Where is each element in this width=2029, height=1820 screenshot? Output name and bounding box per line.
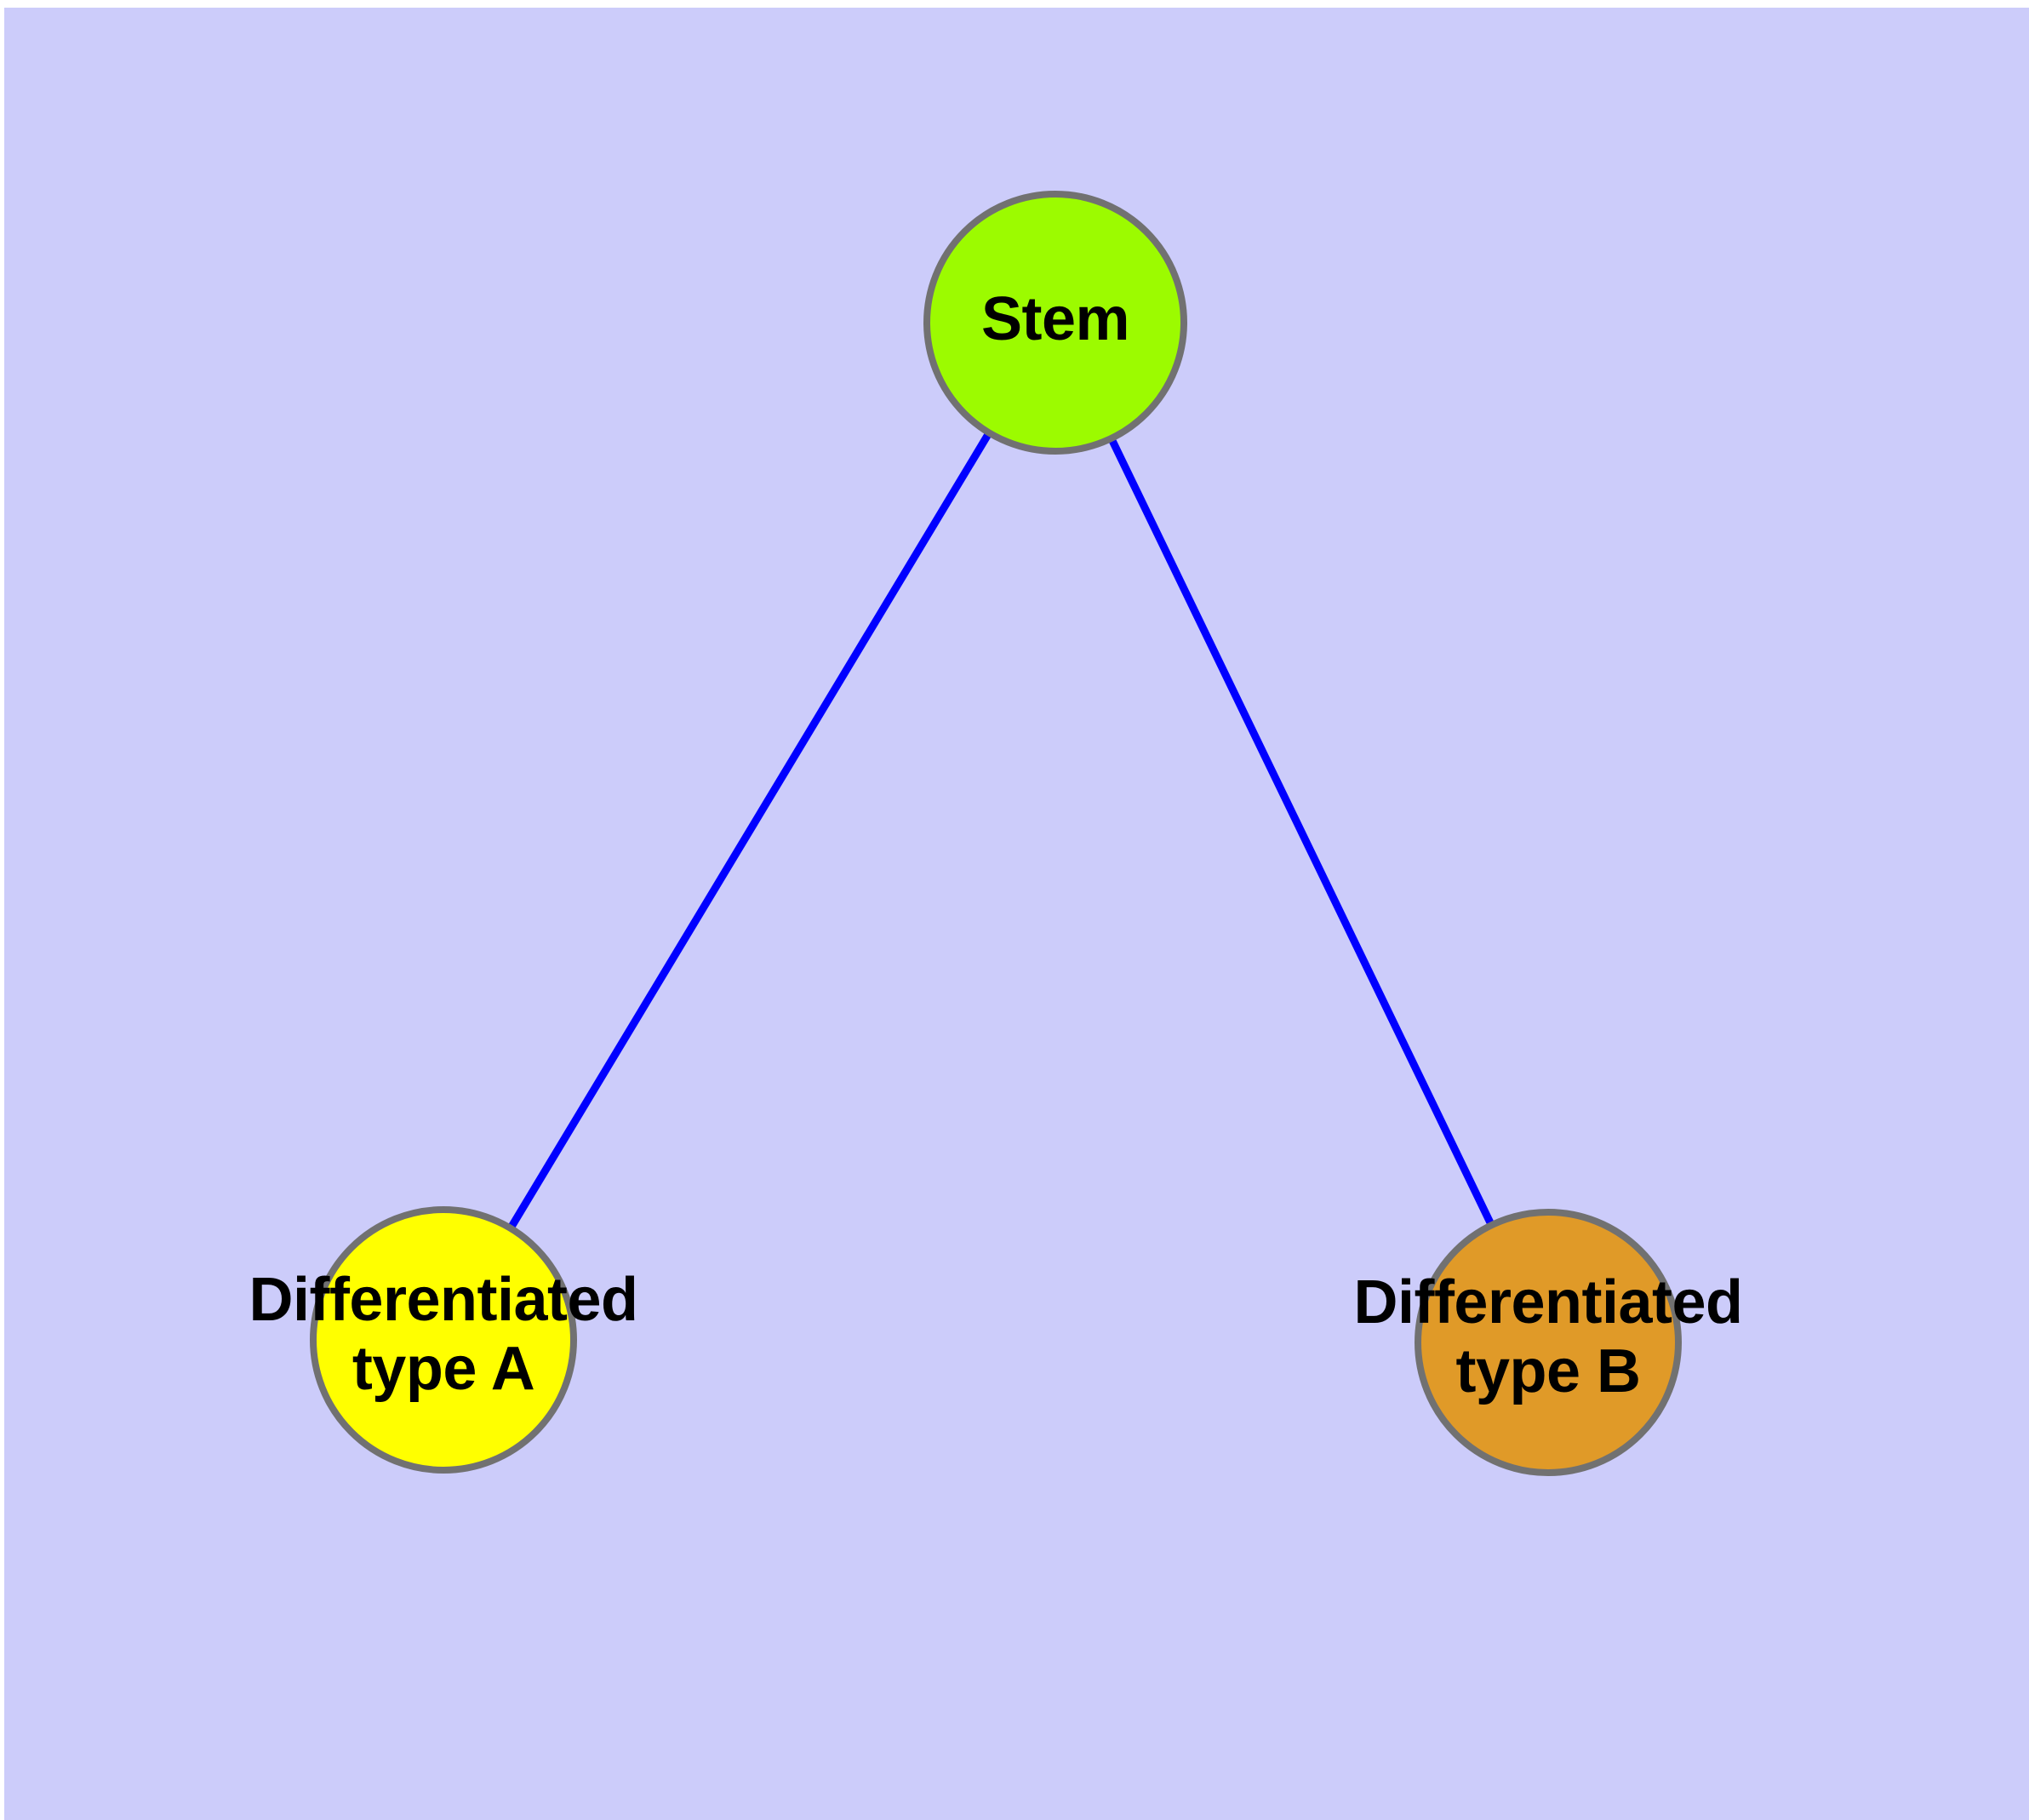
node-differentiated-type-a[interactable] — [310, 1206, 577, 1474]
node-stem[interactable] — [923, 191, 1187, 455]
node-differentiated-type-b[interactable] — [1415, 1209, 1682, 1476]
edge-layer — [440, 320, 1552, 1344]
edge-stem-to-differentiated-type-a[interactable] — [440, 320, 1059, 1342]
edge-stem-to-differentiated-type-b[interactable] — [1051, 321, 1552, 1344]
node-layer — [310, 191, 1682, 1476]
